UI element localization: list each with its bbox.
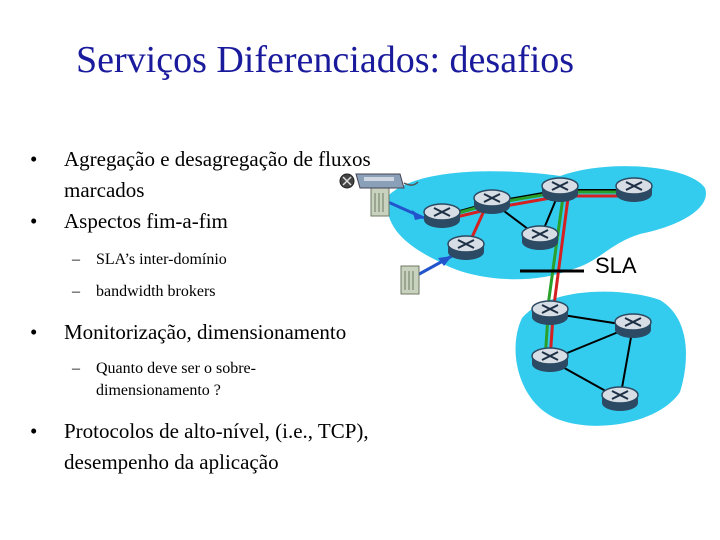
router-icon (531, 300, 569, 326)
sub-bullet-text: Quanto deve ser o sobre-dimensionamento … (96, 360, 256, 399)
sub-bullet-brokers: – bandwidth brokers (30, 281, 410, 303)
router-icon (423, 203, 461, 229)
bullet-dot-icon: • (30, 209, 38, 233)
bullet-end-to-end: • Aspectos fim-a-fim (30, 206, 410, 237)
arrowhead-icon (438, 256, 452, 266)
sla-label: SLA (595, 253, 637, 278)
router-icon (531, 347, 569, 373)
router-icon (473, 189, 511, 215)
router-icon (521, 225, 559, 251)
router-icon (615, 177, 653, 203)
bullet-text: Aspectos fim-a-fim (64, 209, 228, 233)
bullet-text: Monitorização, dimensionamento (64, 320, 347, 344)
bullet-text: Protocolos de alto-nível, (i.e., TCP), d… (64, 419, 369, 474)
router-icon (447, 235, 485, 261)
dash-icon: – (72, 251, 80, 268)
bullet-dot-icon: • (30, 147, 38, 171)
aggregation-switch-icon (339, 173, 419, 189)
sub-bullet-text: SLA’s inter-domínio (96, 251, 227, 268)
router-icon (601, 386, 639, 412)
bullet-aggregation: • Agregação e desagregação de fluxos mar… (30, 144, 410, 206)
sub-bullet-overprovisioning: – Quanto deve ser o sobre-dimensionament… (30, 358, 326, 402)
sub-bullet-text: bandwidth brokers (96, 283, 216, 300)
bullet-protocols: • Protocolos de alto-nível, (i.e., TCP),… (30, 416, 384, 478)
bullet-dot-icon: • (30, 419, 38, 443)
bullet-monitoring: • Monitorização, dimensionamento (30, 317, 410, 348)
arrowhead-icon (412, 210, 424, 220)
router-icon (614, 313, 652, 339)
sub-bullet-sla: – SLA’s inter-domínio (30, 249, 410, 271)
dash-icon: – (72, 360, 80, 377)
bullet-text: Agregação e desagregação de fluxos marca… (64, 147, 371, 202)
bullet-list: • Agregação e desagregação de fluxos mar… (30, 144, 410, 478)
bullet-dot-icon: • (30, 320, 38, 344)
router-icon (541, 177, 579, 203)
host-computer-icon (400, 265, 420, 295)
slide-title: Serviços Diferenciados: desafios (76, 39, 575, 81)
host-computer-icon (370, 187, 390, 217)
dash-icon: – (72, 283, 80, 300)
